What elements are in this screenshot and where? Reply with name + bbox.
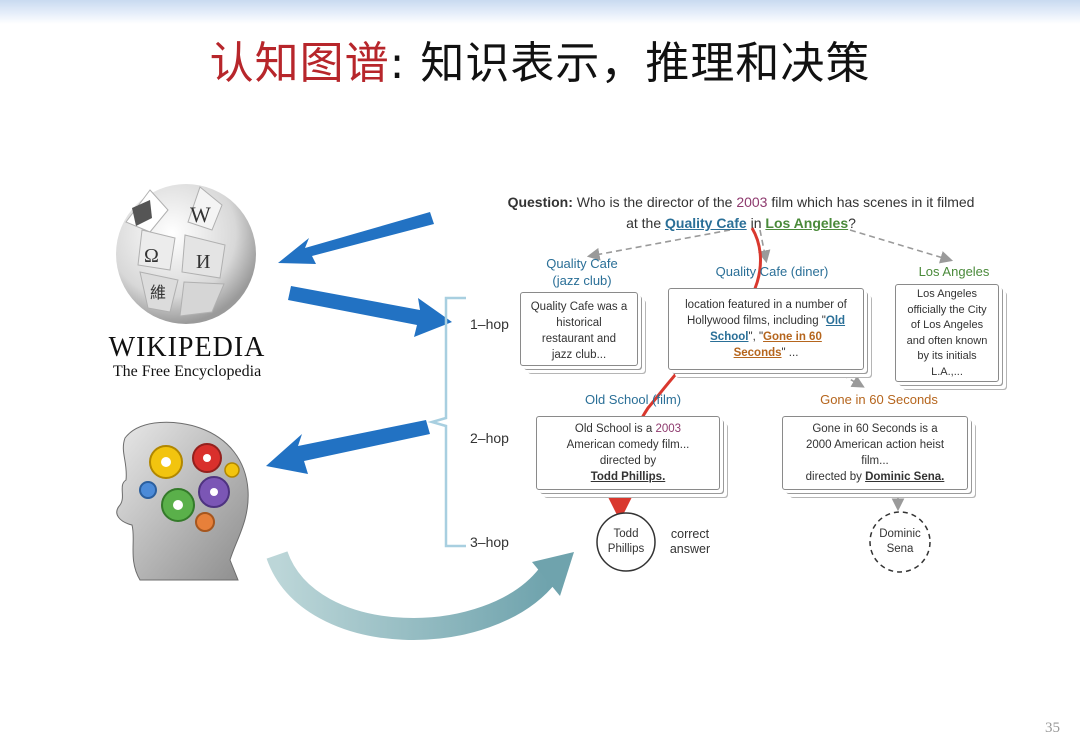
answer-node-dominic: [869, 511, 931, 573]
wikipedia-wordmark: WIKIPEDIA: [108, 332, 266, 363]
page-number: 35: [1045, 720, 1060, 736]
globe-glyph-omega: Ω: [144, 245, 159, 267]
card-gone-in-60-seconds: Gone in 60 Seconds is a 2000 American ac…: [782, 416, 968, 490]
card-quality-cafe-diner: location featured in a number of Hollywo…: [668, 288, 864, 370]
link-todd-phillips[interactable]: Todd Phillips.: [590, 471, 666, 483]
globe-glyph-wei: 維: [150, 284, 166, 302]
curved-arrow-to-answer: [266, 550, 557, 640]
card-old-school: Old School is a 2003 American comedy fil…: [536, 416, 720, 490]
entity-quality-cafe-diner: Quality Cafe (diner): [715, 264, 829, 279]
arrow-to-1hop: [288, 286, 452, 337]
entity-old-school: Old School (film): [584, 392, 682, 407]
title-rest: : 知识表示，推理和决策: [389, 38, 871, 89]
hop-bracket: [427, 296, 466, 548]
hop-label-2: 2–hop: [470, 430, 509, 446]
entity-quality-cafe-jazz: Quality Cafe (jazz club): [546, 256, 618, 288]
hop-label-3: 3–hop: [470, 534, 509, 550]
question-entity-los-angeles[interactable]: Los Angeles: [765, 215, 849, 231]
question-entity-quality-cafe[interactable]: Quality Cafe: [665, 215, 747, 231]
wikipedia-globe-icon: W Ω И 維: [116, 184, 256, 324]
question-label: Question:: [507, 194, 573, 210]
brain-gears-icon: [116, 421, 249, 581]
link-old-school[interactable]: Old: [825, 315, 846, 327]
card-los-angeles: Los Angeles officially the City of Los A…: [895, 284, 999, 382]
answer-node-todd-label: Todd Phillips: [607, 528, 645, 555]
arrow-to-wikipedia: [278, 212, 434, 264]
correct-answer-label: correct answer: [669, 527, 711, 556]
wikipedia-tagline: The Free Encyclopedia: [112, 363, 262, 380]
link-gone-in-60[interactable]: Gone in 60: [763, 331, 822, 343]
title-highlight: 认知图谱: [209, 38, 390, 89]
entity-gone-in-60-seconds: Gone in 60 Seconds: [820, 392, 938, 407]
arrow-to-brain: [266, 420, 430, 474]
globe-glyph-i: И: [196, 251, 210, 273]
old-school-year: 2003: [655, 423, 682, 435]
slide-title: 认知图谱: 知识表示，推理和决策: [0, 34, 1080, 94]
link-old-school-2[interactable]: School: [710, 331, 749, 343]
question-year: 2003: [736, 194, 768, 210]
answer-node-todd: [596, 512, 656, 572]
card-quality-cafe-jazz: Quality Cafe was a historical restaurant…: [520, 292, 638, 366]
blue-arrows: [266, 212, 452, 474]
entity-los-angeles: Los Angeles: [918, 264, 990, 279]
globe-glyph-w: W: [190, 202, 211, 227]
hop-label-1: 1–hop: [470, 316, 509, 332]
curved-arrow-head: [532, 552, 574, 596]
top-gradient-bar: [0, 0, 1080, 24]
link-dominic-sena[interactable]: Dominic Sena.: [865, 471, 945, 483]
question-text: Question: Who is the director of the 200…: [507, 194, 975, 231]
link-gone-in-60-2[interactable]: Seconds: [733, 347, 782, 359]
graph-edges: [586, 229, 954, 512]
answer-node-dominic-label: Dominic Sena: [879, 528, 921, 555]
